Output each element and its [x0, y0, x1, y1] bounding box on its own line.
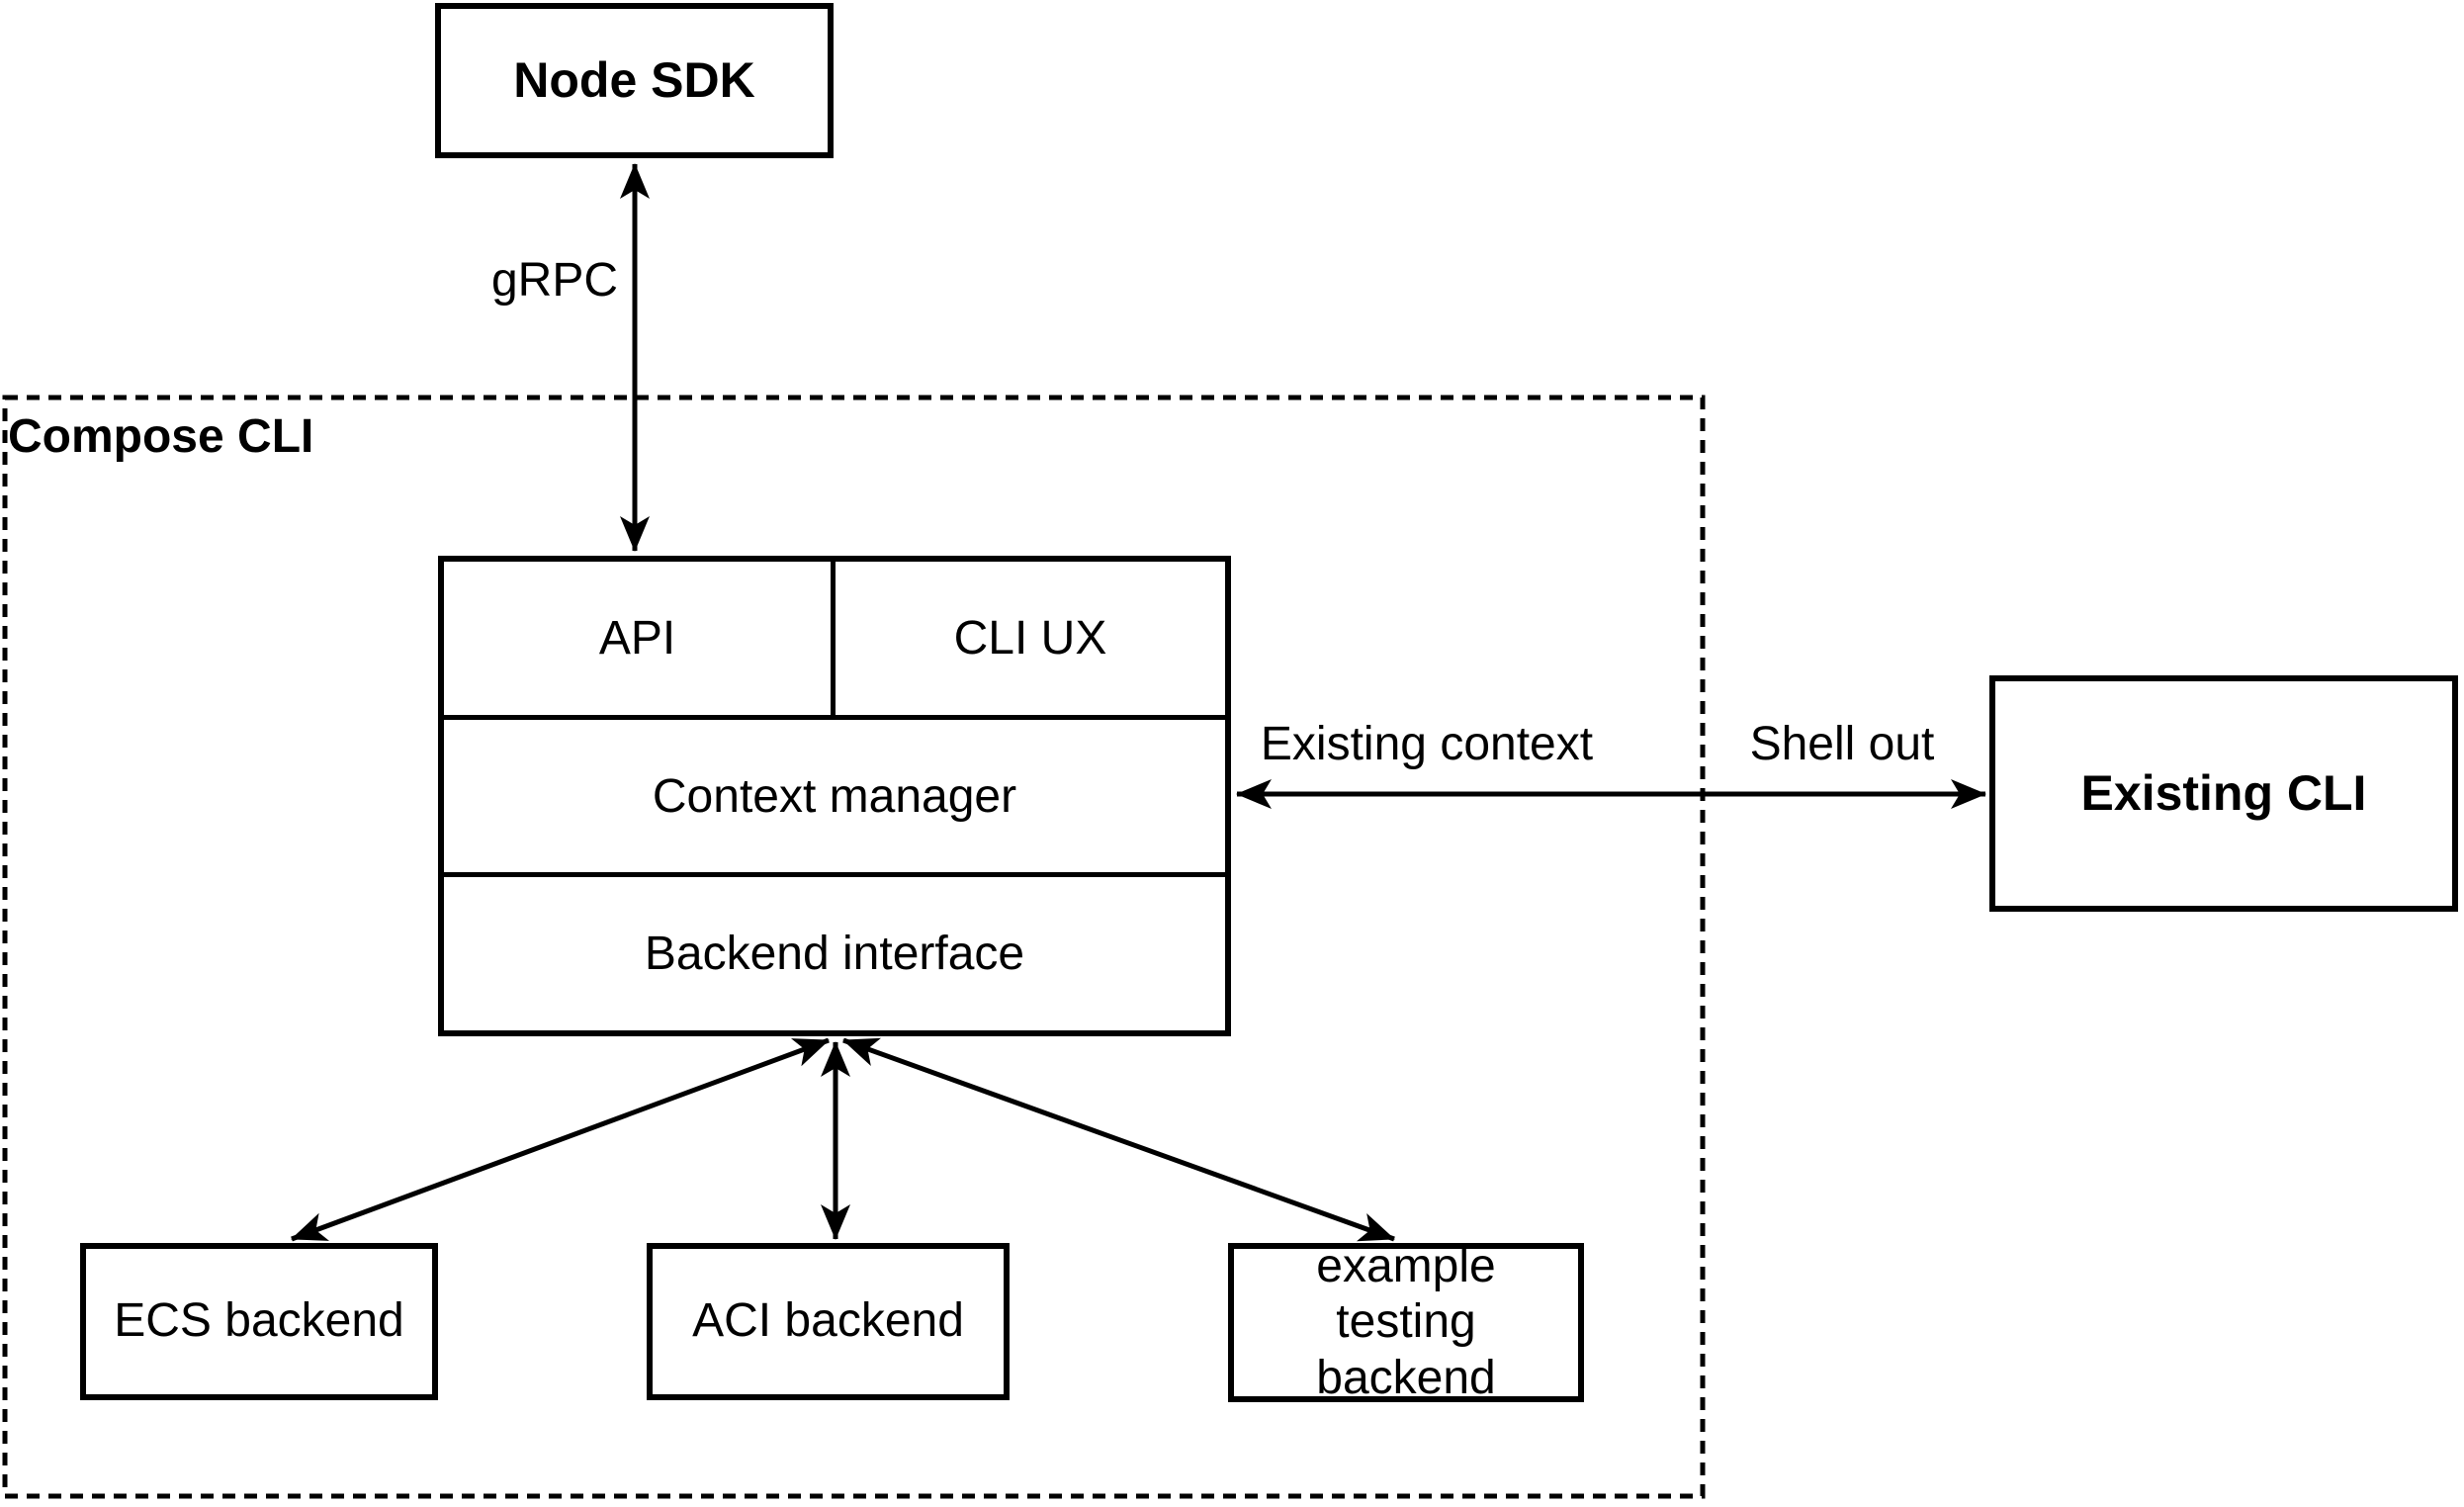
ecs-arrow [291, 1037, 830, 1242]
api-label: API [598, 611, 676, 665]
compose-cli-boundary [2, 395, 1706, 1499]
compose-cli-container-label: Compose CLI [8, 410, 314, 463]
api-cell: API [444, 562, 836, 715]
example-testing-backend-label: example testing backend [1316, 1240, 1496, 1404]
existing-cli-box: Existing CLI [1989, 675, 2458, 912]
aci-backend-box: ACI backend [647, 1243, 1010, 1400]
api-cliux-row: API CLI UX [444, 562, 1225, 720]
cli-ux-label: CLI UX [953, 611, 1107, 665]
node-sdk-label: Node SDK [513, 52, 755, 109]
grpc-edge-label: gRPC [490, 254, 618, 307]
backend-interface-label: Backend interface [644, 928, 1025, 981]
context-manager-row: Context manager [444, 720, 1225, 878]
context-manager-cell: Context manager [444, 720, 1225, 873]
backend-interface-cell: Backend interface [444, 877, 1225, 1030]
example-arrow [842, 1037, 1395, 1242]
existing-context-edge-label: Existing context [1260, 718, 1594, 770]
context-manager-label: Context manager [652, 769, 1017, 823]
shell-out-edge-label: Shell out [1749, 718, 1935, 770]
ecs-backend-box: ECS backend [80, 1243, 438, 1400]
backend-interface-row: Backend interface [444, 877, 1225, 1030]
ecs-backend-label: ECS backend [114, 1294, 404, 1348]
aci-backend-label: ACI backend [692, 1294, 964, 1348]
node-sdk-box: Node SDK [435, 3, 834, 158]
example-testing-backend-box: example testing backend [1228, 1240, 1584, 1404]
cli-ux-cell: CLI UX [836, 562, 1225, 715]
compose-cli-core-box: API CLI UX Context manager Backend inter… [438, 556, 1231, 1036]
existing-cli-label: Existing CLI [2080, 765, 2367, 822]
